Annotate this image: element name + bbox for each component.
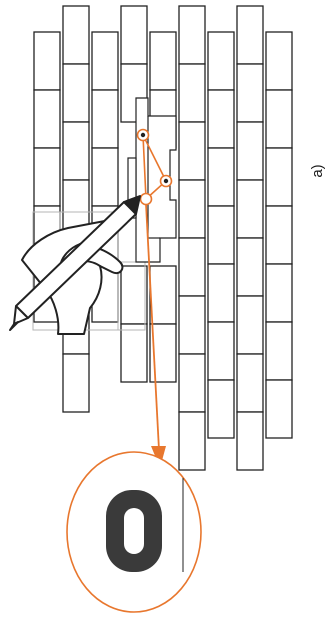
- brick: [207, 321, 235, 381]
- brick: [236, 295, 264, 355]
- brick: [265, 205, 293, 265]
- brick: [120, 5, 148, 65]
- brick: [207, 379, 235, 439]
- brick: [236, 63, 264, 123]
- brick: [207, 205, 235, 265]
- brick: [178, 5, 206, 65]
- brick: [91, 89, 119, 149]
- brick: [62, 63, 90, 123]
- brick: [62, 353, 90, 413]
- brick: [265, 321, 293, 381]
- brick: [236, 353, 264, 413]
- measurement-triangle: [136, 128, 173, 206]
- brick: [91, 147, 119, 207]
- brick: [236, 121, 264, 181]
- brick: [265, 89, 293, 149]
- brick: [236, 179, 264, 239]
- brick: [91, 31, 119, 91]
- brick: [120, 323, 148, 383]
- brick: [178, 237, 206, 297]
- brick: [207, 147, 235, 207]
- brick: [149, 265, 177, 325]
- brick: [33, 31, 61, 91]
- brick: [149, 31, 177, 91]
- brick: [207, 31, 235, 91]
- brick: [236, 237, 264, 297]
- brick: [236, 5, 264, 65]
- measurement-point-3: [139, 192, 153, 206]
- brick: [265, 147, 293, 207]
- brick: [33, 147, 61, 207]
- brick: [178, 411, 206, 471]
- pen-icon: [9, 195, 141, 331]
- brick: [178, 295, 206, 355]
- brick: [178, 353, 206, 413]
- brick: [33, 89, 61, 149]
- brick: [178, 63, 206, 123]
- brick-wall: [33, 5, 293, 471]
- brick: [265, 263, 293, 323]
- brick: [178, 121, 206, 181]
- brick: [207, 89, 235, 149]
- brick: [62, 5, 90, 65]
- brick: [265, 379, 293, 439]
- magnified-detail: [66, 451, 202, 613]
- brick: [265, 31, 293, 91]
- brick: [236, 411, 264, 471]
- panel-label: a): [309, 164, 326, 178]
- brick: [120, 265, 148, 325]
- brick: [62, 121, 90, 181]
- brick: [207, 263, 235, 323]
- brick: [178, 179, 206, 239]
